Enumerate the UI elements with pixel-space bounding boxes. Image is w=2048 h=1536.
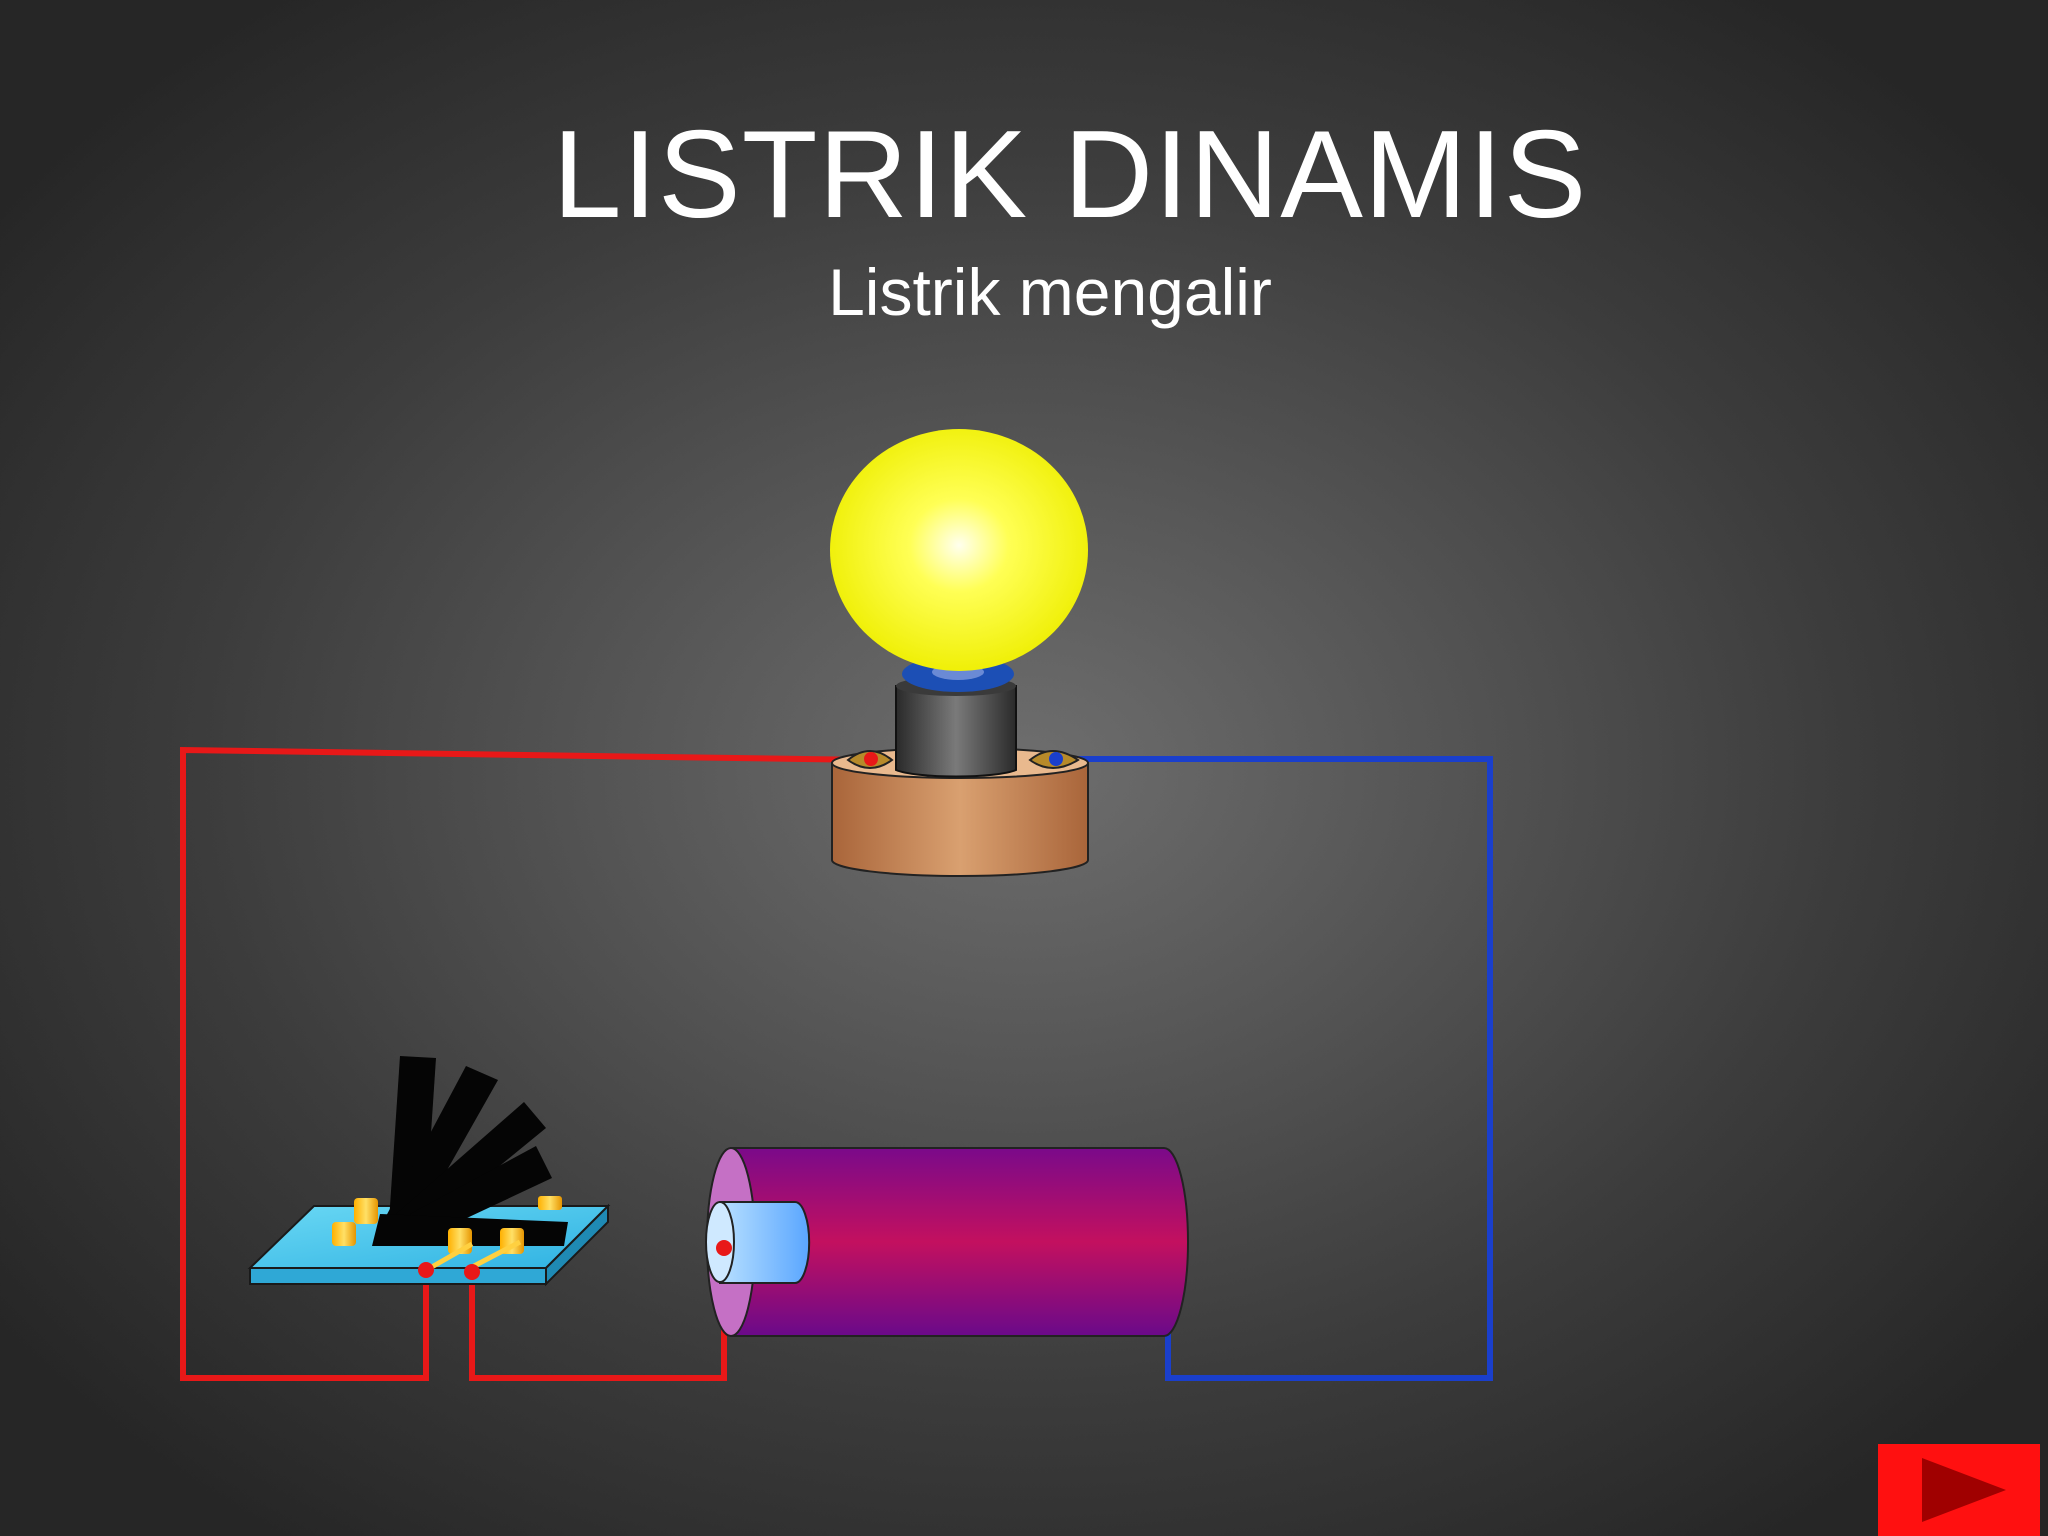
wire-blue-right-loop: [1056, 756, 1493, 1381]
switch-lever: [372, 1056, 568, 1246]
light-bulb: [830, 429, 1088, 671]
slide-title: LISTRIK DINAMIS: [552, 106, 1588, 244]
switch-terminal-left: [418, 1262, 434, 1278]
next-slide-button[interactable]: [1878, 1444, 2040, 1536]
battery-terminal-dot: [716, 1240, 732, 1256]
lamp-terminal-right: [1028, 750, 1080, 769]
wire-red-left-loop: [180, 746, 872, 1381]
switch-contacts: [332, 1196, 562, 1271]
slide-subtitle: Listrik mengalir: [828, 255, 1272, 329]
play-triangle-icon: [1922, 1458, 2006, 1522]
lamp-terminal-left: [846, 750, 894, 769]
switch-terminal-right: [464, 1264, 480, 1280]
